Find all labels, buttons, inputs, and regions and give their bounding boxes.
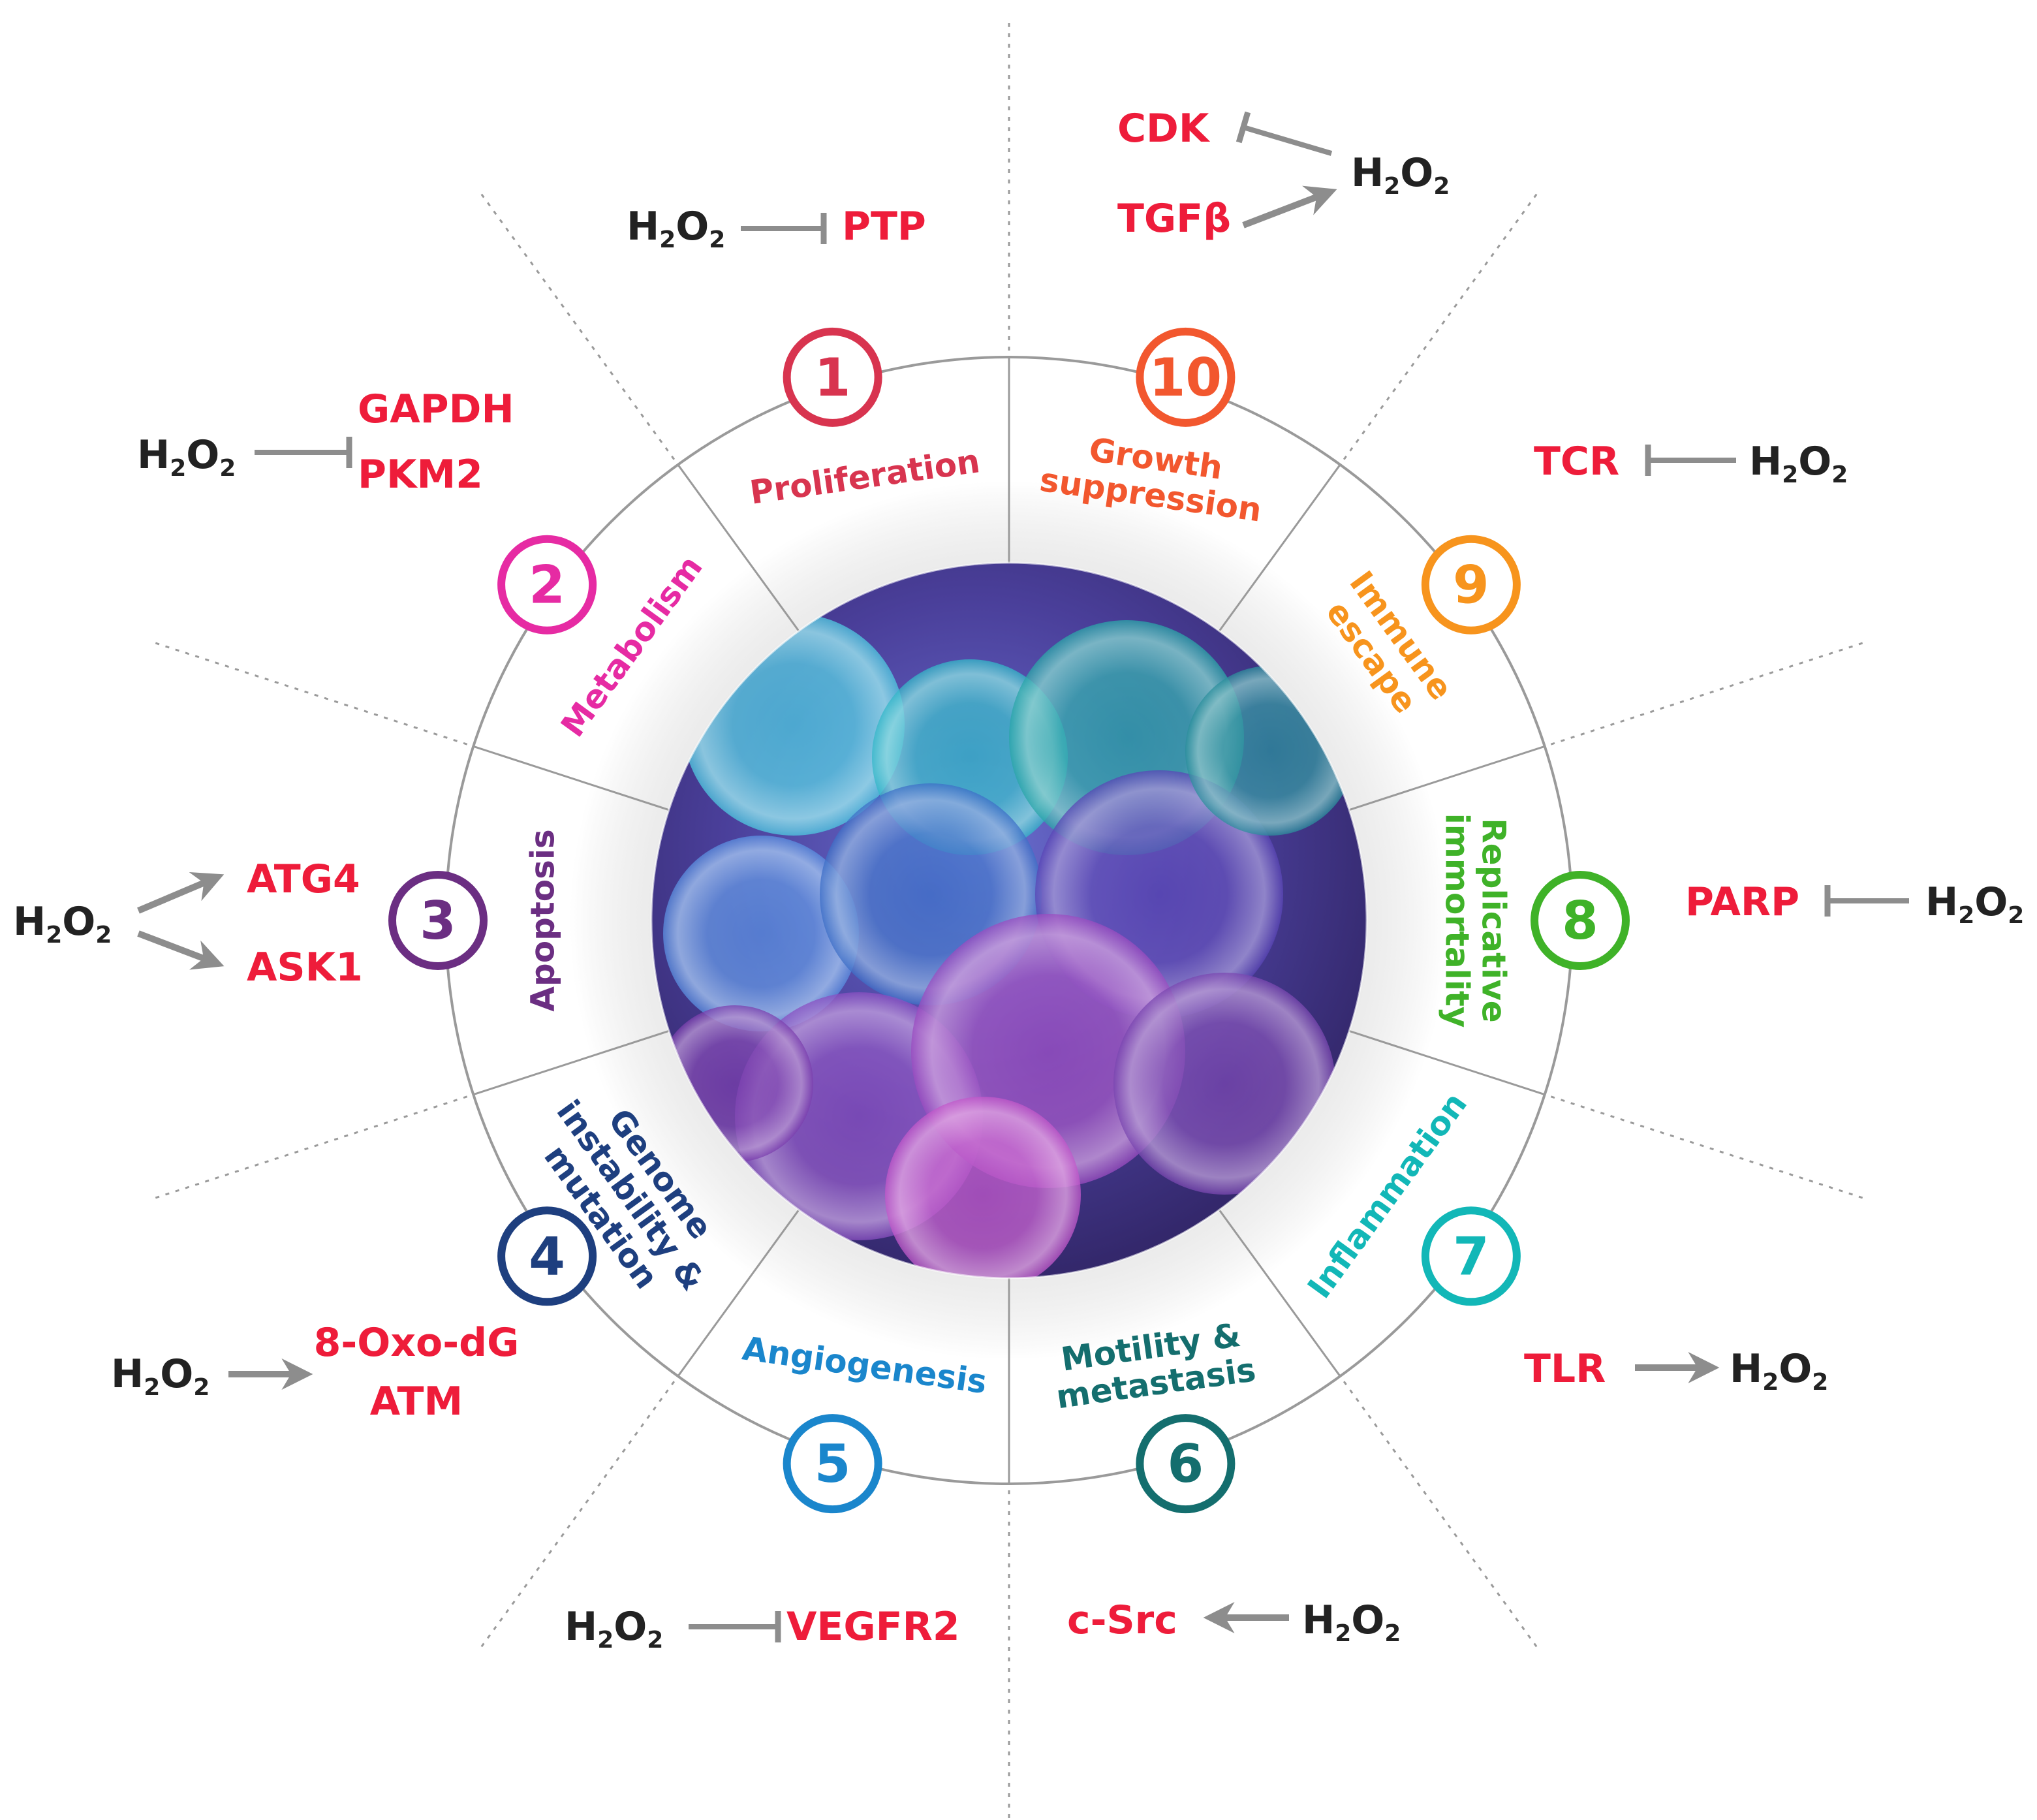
target-cdk: CDK <box>1117 106 1209 151</box>
hallmark-number: 4 <box>529 1226 565 1287</box>
hallmark-badge <box>388 871 488 970</box>
annotation-immune-escape: H2O2 <box>1749 437 1848 488</box>
target-pkm2: PKM2 <box>358 452 483 497</box>
hallmark-number: 6 <box>1168 1434 1204 1494</box>
hallmark-badge <box>497 1206 597 1306</box>
target-tgf-beta: TGFβ <box>1117 196 1232 242</box>
annotation-inflammation: H2O2 <box>1730 1345 1829 1396</box>
hallmark-number: 7 <box>1453 1226 1489 1287</box>
target-gapdh: GAPDH <box>358 386 514 432</box>
segment-divider <box>473 1029 670 1096</box>
h2o2-label: H2O2 <box>565 1604 664 1654</box>
hallmark-number: 10 <box>1149 347 1222 408</box>
hallmark-number: 5 <box>815 1434 851 1494</box>
target-c-src: c-Src <box>1067 1597 1177 1643</box>
activation-arrow <box>137 872 225 914</box>
annotation-replicative-immortality: H2O2 <box>1925 878 2025 929</box>
h2o2-label: H2O2 <box>13 899 112 949</box>
activation-arrow <box>1242 185 1337 228</box>
cancer-cells-image <box>651 563 1367 1278</box>
h2o2-label: H2O2 <box>1925 879 2025 929</box>
hallmark-badge <box>1136 1414 1236 1514</box>
target-atg4: ATG4 <box>247 856 360 902</box>
hallmark-label: Apoptosis <box>524 829 562 1012</box>
inhibition-line-bar <box>1236 111 1251 144</box>
hallmark-label: Replicativeimmortality <box>1438 813 1513 1028</box>
segment-divider <box>677 463 800 632</box>
h2o2-label: H2O2 <box>111 1351 210 1401</box>
activation-arrow <box>137 930 225 970</box>
hallmark-number: 8 <box>1562 890 1598 951</box>
inhibition-line <box>1242 125 1333 156</box>
segment-divider <box>1348 745 1546 811</box>
dotted-divider <box>1343 1381 1540 1650</box>
target-parp: PARP <box>1685 879 1800 925</box>
annotation-motility: H2O2 <box>1302 1596 1401 1647</box>
annotation-genome-instability: H2O2 <box>111 1350 210 1401</box>
hallmark-number: 2 <box>529 555 565 616</box>
hallmark-badge <box>1136 327 1236 427</box>
segment-divider <box>1218 1209 1341 1377</box>
hallmark-number: 1 <box>815 347 851 408</box>
hallmark-badge <box>497 535 597 635</box>
h2o2-label: H2O2 <box>1749 439 1848 488</box>
annotation-apoptosis: H2O2 <box>13 898 112 949</box>
hallmark-3: 3 Apoptosis <box>388 829 562 1012</box>
target-vegfr2: VEGFR2 <box>786 1604 960 1650</box>
target-ptp: PTP <box>842 204 926 249</box>
target-tlr: TLR <box>1524 1346 1606 1392</box>
segment-divider <box>1348 1029 1546 1096</box>
target-atm: ATM <box>369 1379 463 1424</box>
h2o2-label: H2O2 <box>1351 150 1450 200</box>
dotted-divider <box>152 641 468 745</box>
h2o2-label: H2O2 <box>137 432 236 482</box>
segment-divider <box>677 1209 800 1377</box>
dotted-divider <box>1550 641 1866 745</box>
hallmark-badge <box>1421 1206 1521 1306</box>
annotation-proliferation: H2O2 <box>627 202 726 253</box>
hallmark-number: 3 <box>420 890 456 951</box>
hallmark-badge <box>1531 871 1630 970</box>
annotation-angiogenesis: H2O2 <box>565 1603 664 1654</box>
target-tcr: TCR <box>1534 439 1620 484</box>
hallmark-8: 8 Replicativeimmortality <box>1438 813 1630 1028</box>
h2o2-label: H2O2 <box>627 204 726 253</box>
hallmark-badge <box>783 327 882 427</box>
dotted-divider <box>152 1095 468 1200</box>
dotted-divider <box>1550 1095 1866 1200</box>
annotation-metabolism: H2O2 <box>137 431 236 482</box>
h2o2-label: H2O2 <box>1730 1346 1829 1396</box>
segment-divider <box>473 745 670 811</box>
h2o2-label: H2O2 <box>1302 1597 1401 1647</box>
hallmark-number: 9 <box>1453 555 1489 616</box>
hallmark-badge <box>1421 535 1521 635</box>
hallmark-badge <box>783 1414 882 1514</box>
annotation-growth-suppression: H2O2 <box>1351 149 1450 200</box>
target-ask1: ASK1 <box>247 945 363 990</box>
dotted-divider <box>478 1381 676 1650</box>
segment-divider <box>1218 463 1341 632</box>
target-8-oxo-dg: 8-Oxo-dG <box>313 1320 520 1366</box>
dotted-divider <box>1343 191 1540 460</box>
dotted-divider <box>478 191 676 460</box>
